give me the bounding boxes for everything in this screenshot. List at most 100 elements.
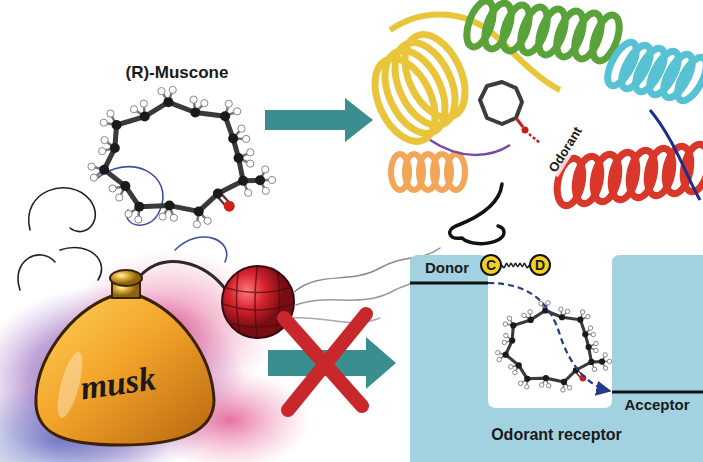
- carbon-atoms: [559, 314, 565, 320]
- hydrogen-atoms: [496, 350, 500, 354]
- protein-structure: [391, 154, 465, 190]
- hydrogen-atoms: [201, 100, 208, 107]
- decor-swirls: [29, 188, 96, 232]
- hydrogen-atoms: [100, 119, 107, 126]
- hydrogen-atoms: [243, 135, 250, 142]
- hydrogen-atoms: [528, 310, 532, 314]
- hydrogen-atoms: [513, 370, 517, 374]
- carbon-atoms: [120, 181, 130, 191]
- nose-outline: [450, 184, 504, 244]
- carbon-bonds: [104, 102, 243, 211]
- cross-mark: [284, 314, 366, 410]
- hydrogen-atoms: [503, 322, 507, 326]
- atomizer-bulb: [218, 285, 298, 293]
- muscone-molecule: [88, 86, 276, 228]
- atomizer-bulb: [274, 262, 280, 342]
- hydrogen-atoms: [107, 110, 114, 117]
- hydrogen-atoms: [116, 194, 123, 201]
- muscone-molecule: [496, 301, 612, 392]
- carbon-bonds: [104, 102, 260, 211]
- hydrogen-atoms: [245, 189, 252, 196]
- hydrogen-atoms: [502, 340, 506, 344]
- donor-level: [410, 282, 488, 285]
- hydrogen-atoms: [546, 301, 550, 305]
- hydrogen-atoms: [130, 106, 137, 113]
- decor-swirls: [18, 167, 227, 290]
- hydrogen-atoms: [588, 326, 592, 330]
- hydrogen-atoms: [109, 185, 116, 192]
- hydrogen-atoms: [88, 86, 276, 228]
- carbon-atoms: [586, 344, 592, 350]
- protein-structure: [461, 0, 624, 64]
- hydrogen-atoms: [586, 314, 590, 318]
- energy-level-label: Acceptor: [624, 396, 689, 413]
- receptor-outline: [410, 255, 703, 462]
- hydrogen-atoms: [88, 163, 95, 170]
- carbon-atoms: [543, 375, 549, 381]
- hydrogen-atoms: [522, 313, 526, 317]
- hydrogen-atoms: [592, 367, 596, 371]
- hydrogen-atoms: [140, 100, 147, 107]
- hydrogen-atoms: [135, 216, 142, 223]
- protein-structure: [363, 0, 703, 208]
- receptor-panel: Odorant receptorCD: [410, 255, 703, 462]
- protein-structure: [569, 10, 606, 63]
- decor-swirls: [175, 237, 227, 262]
- carbon-atoms: [228, 134, 238, 144]
- cross-mark: [288, 314, 366, 410]
- hydrogen-atoms: [603, 366, 607, 370]
- hydrogen-atoms: [268, 176, 275, 183]
- hydrogen-atoms: [247, 160, 254, 167]
- protein-structure: [529, 134, 540, 143]
- hydrogen-atoms: [594, 348, 598, 352]
- hydrogen-atoms: [99, 148, 106, 155]
- protein-structure: [516, 118, 523, 127]
- carbon-atoms: [503, 352, 509, 358]
- carbon-atoms: [582, 331, 588, 337]
- hydrogen-atoms: [580, 310, 584, 314]
- protein-structure: [522, 127, 529, 134]
- perfume-bottle: [36, 296, 214, 445]
- protein-structure: [672, 53, 703, 105]
- hydrogen-atoms: [524, 385, 528, 389]
- hydrogen-atoms: [159, 213, 166, 220]
- hydrogen-atoms: [125, 210, 132, 217]
- perfume-bottle: [36, 262, 226, 445]
- hydrogen-atoms: [158, 87, 165, 94]
- hydrogen-atoms: [190, 96, 197, 103]
- hydrogen-atoms: [170, 214, 177, 221]
- atomizer-bulb: [255, 262, 258, 342]
- spring-connector: [502, 263, 529, 267]
- carbon-atoms: [255, 175, 265, 185]
- carbon-atoms: [234, 153, 244, 163]
- atomizer-bulb: [236, 262, 242, 342]
- protein-structure: [430, 140, 510, 155]
- protein-structure: [533, 6, 570, 59]
- carbon-atoms: [599, 359, 605, 365]
- hydrogen-atoms: [546, 383, 550, 387]
- protein-structure: [587, 12, 624, 65]
- carbon-atoms: [577, 317, 583, 323]
- hydrogen-atoms: [497, 357, 501, 361]
- carbon-atoms: [164, 201, 174, 211]
- protein-structure: [602, 38, 703, 105]
- atomizer-bulb: [218, 302, 298, 310]
- hydrogen-atoms: [101, 136, 108, 143]
- carbon-atoms: [112, 120, 122, 130]
- hydrogen-atoms: [509, 365, 513, 369]
- hydrogen-atoms: [204, 217, 211, 224]
- hydrogen-atoms: [518, 381, 522, 385]
- carbon-atoms: [542, 307, 548, 313]
- protein-structure: [650, 110, 700, 200]
- hydrogen-atoms: [169, 86, 176, 93]
- carbon-atoms: [510, 322, 516, 328]
- carbon-atoms: [516, 362, 522, 368]
- electron-tunnel-path: [488, 283, 610, 391]
- carbon-atoms: [99, 165, 109, 175]
- carbon-bonds: [506, 310, 592, 381]
- carbon-atoms: [224, 201, 235, 212]
- hydrogen-atoms: [561, 388, 565, 392]
- carbon-atoms: [220, 111, 230, 121]
- protein-structure: [553, 142, 703, 208]
